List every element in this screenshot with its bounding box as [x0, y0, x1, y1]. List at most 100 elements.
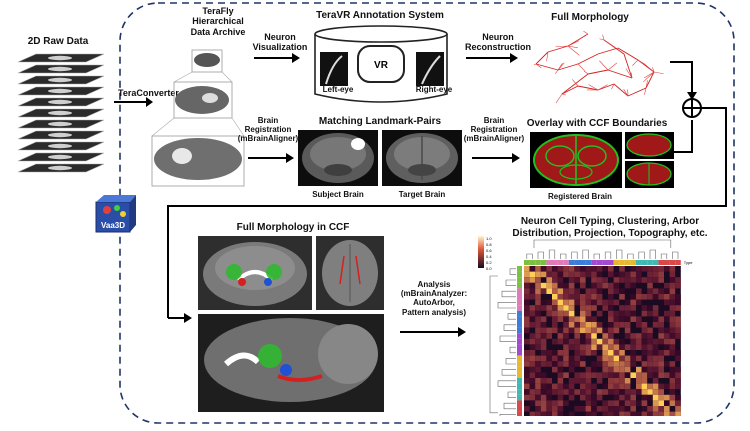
heatmap-cell — [568, 316, 575, 322]
heatmap-cell — [602, 366, 608, 373]
heatmap-cell — [641, 366, 648, 373]
heatmap-cell — [602, 361, 608, 367]
terafly-line2: Hierarchical — [192, 16, 244, 27]
heatmap-cell — [619, 372, 625, 378]
colorbar — [478, 236, 484, 268]
heatmap-cell — [574, 299, 580, 306]
heatmap-cell — [630, 344, 636, 350]
heatmap-cell — [591, 372, 597, 378]
heatmap-cell — [641, 411, 648, 416]
heatmap-cell — [602, 266, 608, 272]
heatmap-cell — [529, 282, 536, 289]
heatmap-cell — [596, 288, 603, 294]
neuron-recon-label: Neuron Reconstruction — [460, 32, 536, 53]
vr-headset: VR — [314, 25, 448, 103]
heatmap-cell — [568, 366, 575, 373]
heatmap-cell — [630, 389, 636, 395]
heatmap-cell — [613, 299, 620, 306]
heatmap-cell — [546, 400, 552, 406]
heatmap-cell — [557, 310, 564, 317]
heatmap-cell — [557, 389, 564, 395]
heatmap-cell — [624, 361, 631, 367]
heatmap-cell — [624, 411, 631, 416]
heatmap-cell — [669, 333, 676, 339]
teraconverter-label: TeraConverter — [118, 88, 179, 98]
heatmap-cell — [675, 277, 681, 283]
heatmap-cell — [529, 372, 536, 378]
heatmap-cell — [608, 266, 614, 272]
heatmap-cell — [535, 305, 541, 311]
heatmap-cell — [591, 327, 597, 334]
heatmap-cell — [535, 378, 541, 384]
heatmap-cell — [613, 327, 620, 334]
heatmap-cell — [608, 299, 614, 306]
neurite-segment — [607, 69, 633, 79]
heatmap-cell — [658, 389, 664, 395]
heatmap-cell — [596, 406, 603, 412]
heatmap-cell — [624, 355, 631, 362]
heatmap-cell — [675, 411, 681, 416]
heatmap-cell — [529, 378, 536, 384]
heatmap-cell — [529, 344, 536, 350]
heatmap-cell — [568, 282, 575, 289]
heatmap-cell — [568, 294, 575, 300]
type-bar-left — [517, 378, 522, 384]
heatmap-cell — [641, 310, 648, 317]
neurite-branch — [644, 71, 655, 79]
heatmap-cell — [658, 338, 664, 345]
neurite-branch — [572, 79, 579, 87]
heatmap-cell — [647, 383, 653, 390]
type-bar-left — [517, 294, 522, 300]
heatmap-cell — [675, 327, 681, 334]
colorbar-tick: 0.6 — [486, 248, 492, 253]
type-bar-top — [675, 260, 681, 265]
heatmap-cell — [613, 344, 620, 350]
heatmap-cell — [529, 350, 536, 356]
neurite-branch — [637, 59, 643, 64]
heatmap-cell — [630, 333, 636, 339]
heatmap-cell — [664, 383, 670, 390]
heatmap-cell — [664, 282, 670, 289]
heatmap-cell — [669, 383, 676, 390]
type-label: Type — [684, 260, 693, 265]
heatmap-cell — [658, 316, 664, 322]
neuron-recon-line1: Neuron — [482, 32, 514, 42]
heatmap-cell — [540, 271, 547, 278]
type-bar-left — [517, 266, 522, 272]
terafly-line1: TeraFly — [202, 6, 234, 16]
type-bar-left — [517, 344, 522, 350]
heatmap-cell — [624, 389, 631, 395]
brain-reg1-line2: Registration — [244, 125, 292, 135]
heatmap-cell — [658, 394, 664, 401]
brain-reg2-line2: Registration — [470, 125, 518, 135]
type-bar-top — [669, 260, 676, 265]
heatmap-cell — [652, 344, 659, 350]
heatmap-cell — [641, 361, 648, 367]
heatmap-cell — [641, 350, 648, 356]
neurite-branch — [567, 40, 580, 47]
heatmap-cell — [658, 383, 664, 390]
heatmap-cell — [608, 355, 614, 362]
heatmap-cell — [641, 406, 648, 412]
type-bar-left — [517, 282, 522, 289]
dendrogram-branch — [505, 279, 516, 286]
heatmap-cell — [647, 294, 653, 300]
heatmap-cell — [636, 344, 642, 350]
neurite-branch — [599, 38, 605, 41]
heatmap-cell — [624, 394, 631, 401]
heatmap-cell — [647, 288, 653, 294]
heatmap-cell — [591, 411, 597, 416]
heatmap-cell — [636, 400, 642, 406]
heatmap-cell — [529, 366, 536, 373]
heatmap-cell — [613, 355, 620, 362]
heatmap-cell — [557, 333, 564, 339]
dendrogram-branch — [560, 253, 567, 259]
neurite-branch — [561, 93, 566, 96]
heatmap-cell — [669, 411, 676, 416]
heatmap-cell — [540, 400, 547, 406]
type-bar-top — [580, 260, 586, 265]
heatmap-cell — [664, 266, 670, 272]
heatmap-cell — [602, 389, 608, 395]
heatmap-cell — [636, 411, 642, 416]
heatmap-cell — [675, 372, 681, 378]
